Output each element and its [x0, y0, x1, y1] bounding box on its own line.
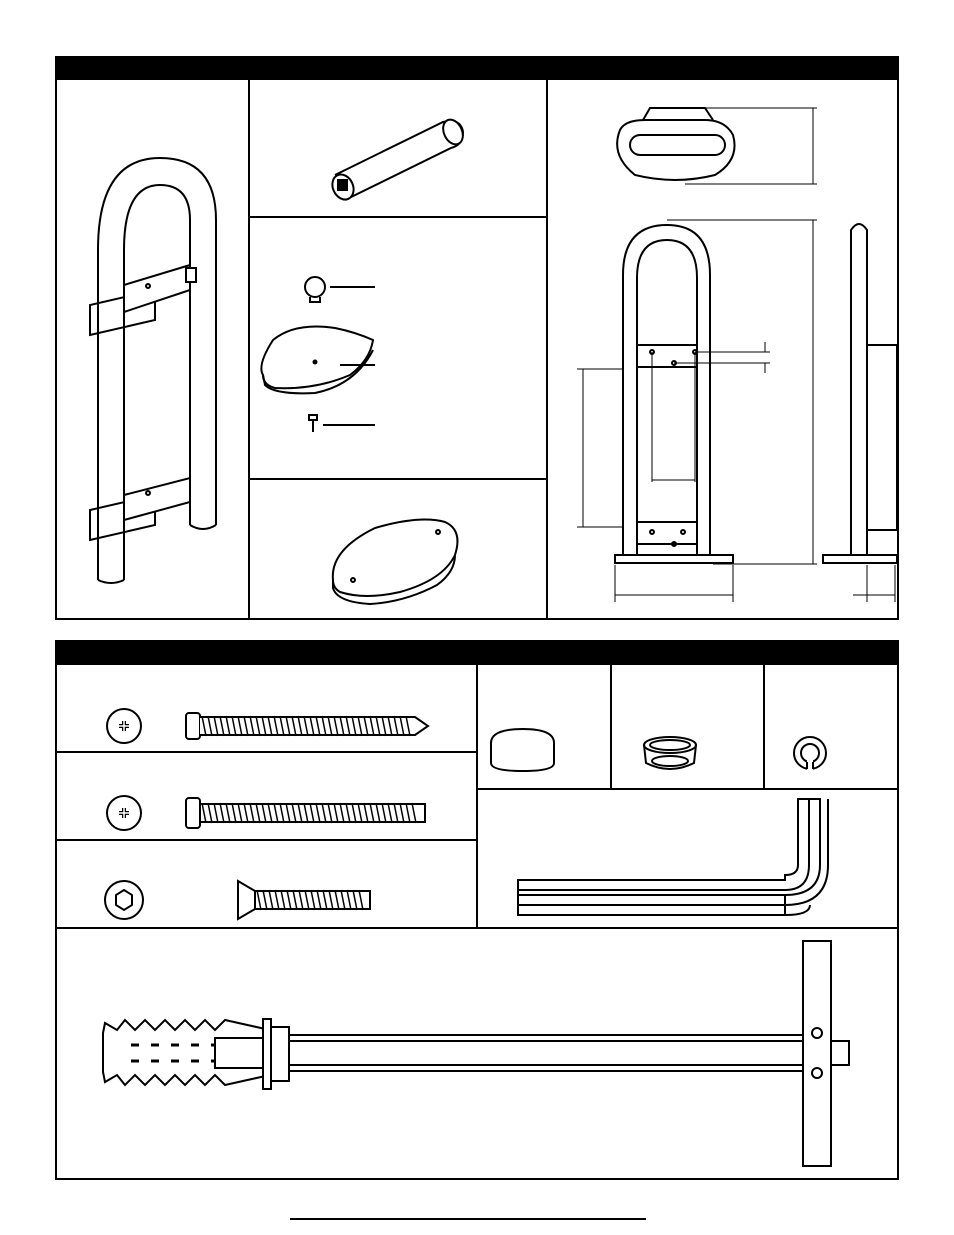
hardware-section-header — [55, 640, 899, 664]
cup-washer-illustration — [640, 735, 700, 775]
divider-h2 — [248, 478, 548, 480]
grab-bar-perspective-illustration — [60, 140, 240, 600]
hex-key-illustration — [510, 795, 830, 920]
hw-divider-v-main — [476, 663, 478, 928]
cover-parts-illustration — [255, 270, 385, 440]
divider-v1 — [248, 78, 250, 620]
top-section-header — [55, 56, 899, 79]
plug-cap-illustration — [488, 725, 558, 775]
flange-pin-illustration — [325, 110, 470, 205]
set-screw-illustration — [100, 873, 380, 923]
hw-divider-h-row2 — [55, 839, 478, 841]
hw-divider-v-small2 — [763, 663, 765, 790]
hw-divider-v-small1 — [610, 663, 612, 790]
split-ring-illustration — [790, 733, 830, 773]
flange-plate-illustration — [325, 510, 470, 610]
machine-screw-illustration — [100, 790, 435, 835]
divider-v2 — [546, 78, 548, 620]
footer-rule — [290, 1218, 646, 1220]
wood-screw-illustration — [100, 705, 435, 750]
hw-divider-h-main — [55, 927, 899, 929]
dimension-drawing — [555, 90, 895, 610]
divider-h1 — [248, 216, 548, 218]
hw-divider-h-right — [476, 788, 899, 790]
anchor-assembly-illustration — [95, 935, 865, 1170]
hw-divider-h-row1 — [55, 751, 478, 753]
